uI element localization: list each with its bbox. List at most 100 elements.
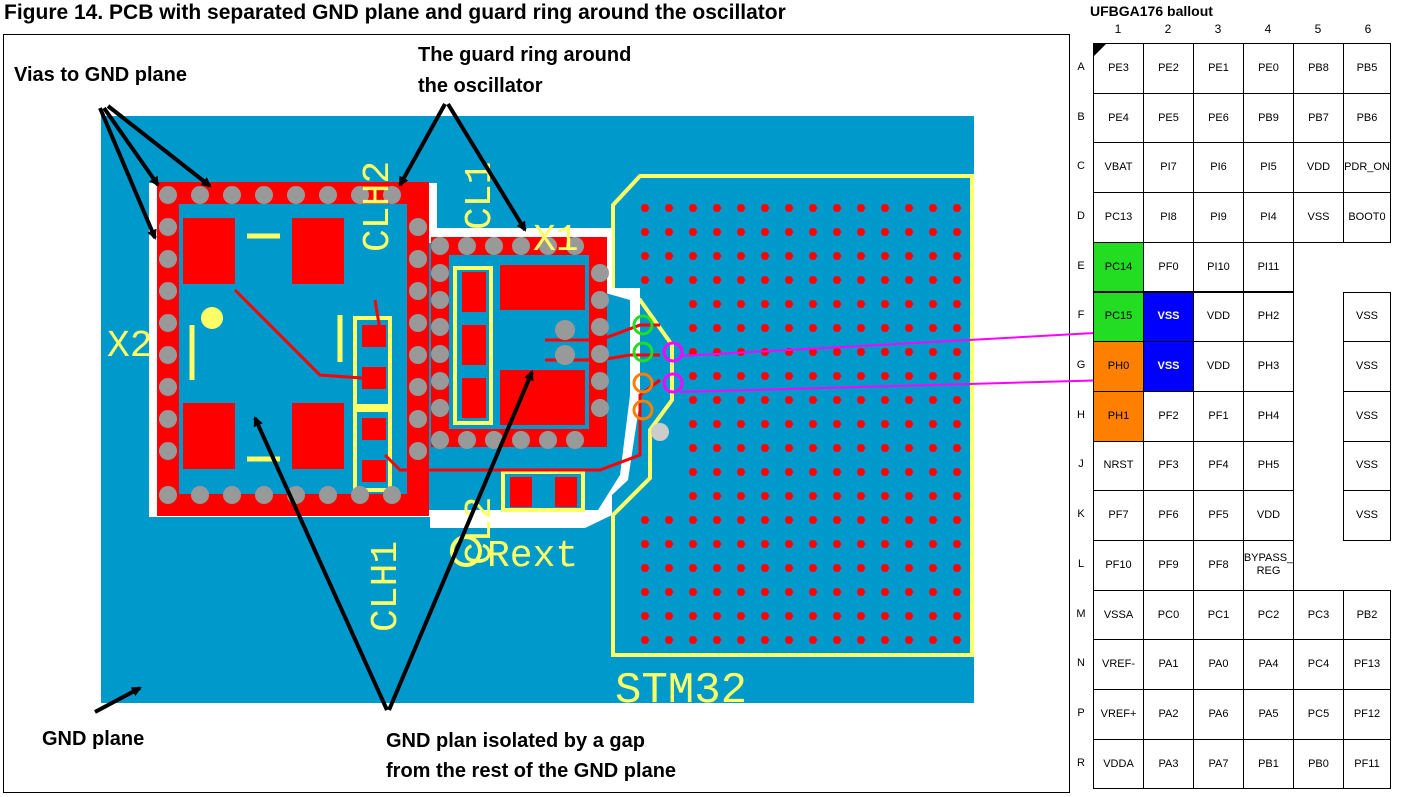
annotation-vias: Vias to GND plane [14, 64, 188, 86]
ballout-cell: PF8 [1193, 540, 1244, 591]
label-x1: X1 [533, 219, 579, 262]
ballout-col-header: 2 [1164, 22, 1172, 36]
gnd-via [159, 486, 177, 504]
ballout-cell: BOOT0 [1343, 192, 1391, 243]
ballout-cell: PH4 [1243, 390, 1294, 442]
gnd-via [591, 399, 609, 417]
ballout-cell: PE0 [1243, 43, 1294, 94]
gnd-via [191, 486, 209, 504]
ballout-row-header: K [1077, 508, 1085, 521]
gnd-via [287, 186, 305, 204]
gnd-via [591, 291, 609, 309]
gnd-via [539, 237, 557, 255]
label-stm32: STM32 [615, 666, 747, 716]
annotation-isolated-line2: from the rest of the GND plane [386, 760, 677, 782]
ballout-cell: PF12 [1343, 689, 1391, 740]
ballout-cell: PC3 [1293, 589, 1344, 641]
ballout-row-header: P [1077, 706, 1085, 719]
gnd-via [539, 431, 557, 449]
gnd-via [159, 410, 177, 428]
gnd-via [591, 372, 609, 390]
ballout-cell: PF1 [1193, 390, 1244, 442]
gnd-via [409, 410, 427, 428]
gnd-via [431, 372, 449, 390]
gnd-via [431, 291, 449, 309]
ballout-cell: PB1 [1243, 738, 1294, 790]
gnd-via [566, 237, 584, 255]
ballout-cell: PF3 [1143, 440, 1194, 492]
cl1-outline [453, 266, 493, 425]
ballout-cell: PB8 [1293, 43, 1344, 94]
gnd-via [383, 486, 401, 504]
gnd-via [409, 314, 427, 332]
x1-pad-top [500, 265, 585, 310]
annotation-gnd-plane: GND plane [42, 728, 145, 750]
ballout-cell: VSS [1143, 341, 1194, 392]
ballout-cell: PC15 [1093, 291, 1144, 343]
ballout-cell: PI6 [1193, 142, 1244, 194]
ballout-row-header: A [1077, 60, 1085, 73]
gnd-via [485, 237, 503, 255]
gnd-via [409, 250, 427, 268]
ballout-cell: BYPASS_ REG [1243, 540, 1294, 591]
x2-pad-top-right [292, 218, 344, 284]
ballout-cell: PF10 [1093, 540, 1144, 591]
x2-pin1-marker [201, 307, 223, 329]
ballout-a1-marker [1093, 43, 1107, 57]
gnd-via [512, 237, 530, 255]
label-clh1: CLH1 [365, 541, 408, 632]
ballout-cell: PA5 [1243, 689, 1294, 740]
ballout-cell: PB5 [1343, 43, 1391, 94]
gnd-via [566, 431, 584, 449]
rext-outline [501, 470, 585, 512]
gnd-via [431, 318, 449, 336]
ballout-cell: PE5 [1143, 92, 1194, 144]
ballout-cell: VDD [1193, 341, 1244, 392]
ballout-row-header: B [1077, 110, 1085, 123]
ballout-cell: PA7 [1193, 738, 1244, 790]
ballout-cell: PB9 [1243, 92, 1294, 144]
ballout-cell: VSS [1343, 390, 1391, 442]
gnd-via [591, 345, 609, 363]
ballout-cell: PH1 [1093, 390, 1144, 442]
ballout-cell: PDR_ON [1343, 142, 1391, 194]
gnd-vias [159, 186, 609, 504]
ballout-cell: PF13 [1343, 639, 1391, 691]
gnd-via [431, 399, 449, 417]
ballout-cell: PA2 [1143, 689, 1194, 740]
ballout-cell: PB0 [1293, 738, 1344, 790]
ballout-col-header: 5 [1314, 22, 1322, 36]
ballout-cell: PH0 [1093, 341, 1144, 392]
gnd-via [512, 431, 530, 449]
ballout-cell: PA0 [1193, 639, 1244, 691]
ballout-cell: PH3 [1243, 341, 1294, 392]
gnd-via [319, 186, 337, 204]
ballout-cell: PF0 [1143, 241, 1194, 293]
ballout-cell: PE6 [1193, 92, 1244, 144]
ballout-cell: PC5 [1293, 689, 1344, 740]
ballout-cell: PI9 [1193, 192, 1244, 243]
gnd-via [409, 442, 427, 460]
label-clh2: CLH2 [357, 161, 400, 252]
ballout-cell: PF11 [1343, 738, 1391, 790]
ballout-row-header: E [1077, 259, 1085, 272]
ballout-col-header: 3 [1214, 22, 1222, 36]
ballout-cell: PA1 [1143, 639, 1194, 691]
figure-title: Figure 14. PCB with separated GND plane … [4, 1, 786, 24]
gnd-via [159, 186, 177, 204]
ballout-cell: VREF+ [1093, 689, 1144, 740]
ballout-cell: VSS [1343, 291, 1391, 343]
gnd-via [485, 431, 503, 449]
ballout-cell: PB7 [1293, 92, 1344, 144]
stm32-ball-grid [641, 204, 961, 644]
ballout-cell: VSS [1343, 341, 1391, 392]
annotation-guard-ring-line2: the oscillator [418, 75, 543, 97]
gnd-via [255, 486, 273, 504]
gnd-via [159, 282, 177, 300]
gnd-via [409, 218, 427, 236]
ballout-cell: PF5 [1193, 490, 1244, 541]
gnd-via [351, 486, 369, 504]
gnd-via [409, 346, 427, 364]
label-rext: Rext [487, 535, 578, 578]
clh1-outline [353, 408, 392, 492]
